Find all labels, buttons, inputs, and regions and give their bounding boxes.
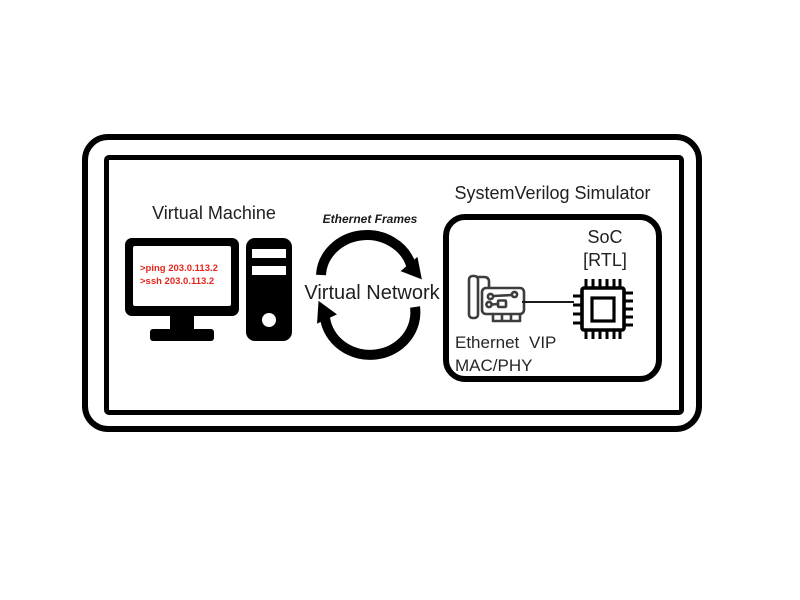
vip-label-line2: MAC/PHY bbox=[455, 356, 533, 375]
soc-label: SoC [RTL] bbox=[565, 226, 645, 272]
ethernet-frames-label: Ethernet Frames bbox=[322, 212, 418, 226]
soc-label-line1: SoC bbox=[587, 227, 623, 247]
ethernet-vip-label: Ethernet VIP MAC/PHY bbox=[455, 331, 575, 377]
tower-drive-bay bbox=[252, 266, 286, 275]
tower-power-button bbox=[262, 313, 276, 327]
monitor-icon: >ping 203.0.113.2 >ssh 203.0.113.2 bbox=[125, 238, 239, 316]
monitor-stand-neck bbox=[170, 316, 194, 329]
chip-icon bbox=[573, 279, 633, 339]
terminal-line-ssh: >ssh 203.0.113.2 bbox=[140, 276, 215, 287]
cycle-arrows-icon bbox=[316, 230, 422, 360]
monitor-screen: >ping 203.0.113.2 >ssh 203.0.113.2 bbox=[133, 246, 231, 306]
outer-frame bbox=[82, 134, 702, 432]
network-card-icon bbox=[467, 274, 526, 323]
vip-label-line1: Ethernet VIP bbox=[455, 333, 557, 352]
pc-tower-icon bbox=[246, 238, 292, 341]
virtual-network-title: Virtual Network bbox=[304, 282, 440, 304]
virtual-machine-title: Virtual Machine bbox=[152, 203, 276, 223]
soc-label-line2: [RTL] bbox=[583, 250, 627, 270]
terminal-text: >ping 203.0.113.2 >ssh 203.0.113.2 bbox=[140, 262, 218, 288]
tower-drive-bay bbox=[252, 249, 286, 258]
inner-frame bbox=[104, 155, 684, 415]
simulator-title: SystemVerilog Simulator bbox=[454, 183, 651, 203]
connector-line bbox=[522, 301, 574, 303]
simulator-box bbox=[443, 214, 662, 382]
monitor-stand-base bbox=[150, 329, 214, 341]
terminal-line-ping: >ping 203.0.113.2 bbox=[140, 263, 218, 274]
